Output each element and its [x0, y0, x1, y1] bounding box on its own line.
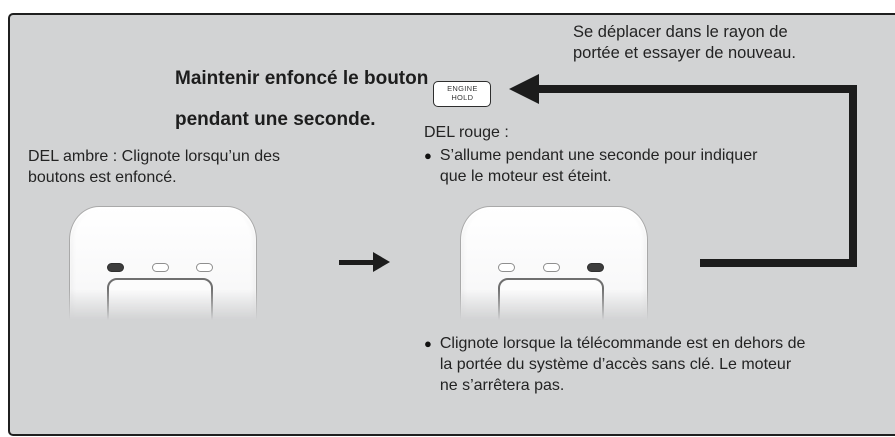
red-led-bullet-2: ● Clignote lorsque la télécommande est e… [424, 333, 808, 396]
right-arrow-head [373, 252, 390, 272]
led-indicator-off [543, 263, 560, 272]
engine-hold-button-label-line2: HOLD [451, 92, 474, 102]
return-arrow-head-icon [509, 74, 539, 104]
led-indicator-off [498, 263, 515, 272]
remote-fob-red-led [460, 206, 648, 356]
bullet-icon: ● [424, 336, 432, 351]
amber-led-lit-indicator [107, 263, 124, 272]
red-led-bullet-1-text: S’allume pendant une seconde pour indiqu… [439, 147, 758, 185]
instruction-heading-part2: pendant une seconde. [175, 108, 376, 130]
return-arrow-right-segment [849, 85, 857, 267]
retry-note-text: Se déplacer dans le rayon de portée et e… [573, 23, 796, 62]
engine-hold-button-label-line1: ENGINE [447, 84, 478, 93]
red-led-bullet-2-text: Clignote lorsque la télécommande est en … [439, 335, 806, 394]
red-led-note-title: DEL rouge : [424, 124, 509, 141]
led-indicator-off [196, 263, 213, 272]
bullet-icon: ● [424, 148, 432, 163]
led-indicator-off [152, 263, 169, 272]
right-arrow-icon [339, 252, 391, 273]
return-arrow-bottom-segment [700, 259, 857, 267]
red-led-bullet-1: ● S’allume pendant une seconde pour indi… [424, 145, 782, 187]
right-arrow-shaft [339, 260, 374, 265]
instruction-heading-part1: Maintenir enfoncé le bouton [175, 68, 429, 89]
amber-led-note: DEL ambre : Clignote lorsqu’un des bouto… [28, 148, 280, 186]
remote-fob-amber-led [69, 206, 257, 356]
red-led-lit-indicator [587, 263, 604, 272]
return-arrow-top-segment [538, 85, 857, 93]
